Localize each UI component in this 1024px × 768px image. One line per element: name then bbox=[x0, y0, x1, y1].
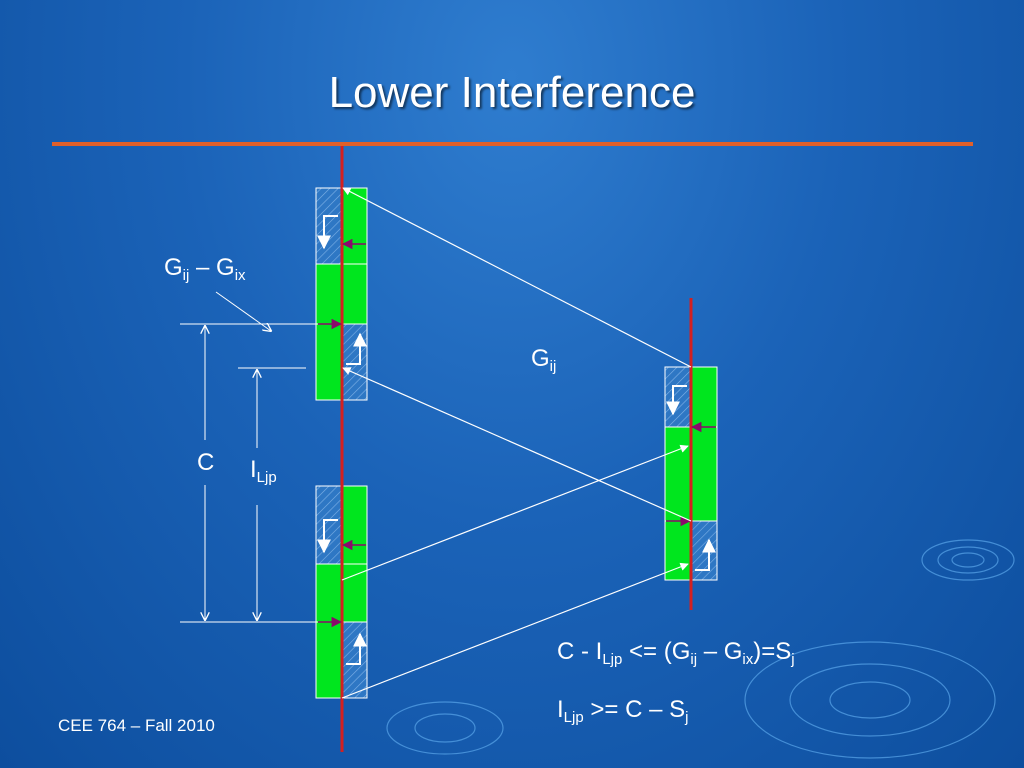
travel-line bbox=[342, 367, 692, 522]
ripple-decoration bbox=[386, 539, 1015, 759]
hatched-segment bbox=[690, 520, 718, 581]
dimension-lines bbox=[180, 291, 316, 623]
slide-footer: CEE 764 – Fall 2010 bbox=[58, 716, 215, 735]
title-rule bbox=[52, 142, 973, 146]
hatched-segment bbox=[315, 187, 343, 265]
up-turn-arrow-icon bbox=[346, 632, 367, 665]
travel-lines bbox=[341, 187, 692, 699]
slide-title: Lower Interference bbox=[328, 68, 696, 117]
up-turn-arrow-icon bbox=[346, 332, 367, 365]
green-segment bbox=[341, 485, 368, 565]
hatched-segment bbox=[664, 366, 692, 428]
equation-1: C - ILjp <= (Gij – Gix)=Sj bbox=[557, 638, 795, 668]
hatched-segment bbox=[341, 323, 368, 401]
travel-line bbox=[342, 187, 692, 368]
green-segment bbox=[690, 366, 718, 428]
green-segment bbox=[341, 187, 368, 265]
phase-markers bbox=[318, 238, 716, 628]
green-segment bbox=[315, 323, 343, 401]
travel-line bbox=[341, 562, 689, 699]
equation-2: ILjp >= C – Sj bbox=[557, 696, 689, 726]
gij-minus-gix-label: Gij – Gix bbox=[164, 254, 246, 284]
gij-label: Gij bbox=[531, 345, 557, 375]
movement-arrows bbox=[317, 215, 716, 665]
travel-line bbox=[341, 444, 689, 581]
up-turn-arrow-icon bbox=[695, 538, 716, 571]
iljp-label: ILjp bbox=[250, 456, 277, 486]
down-turn-arrow-icon bbox=[666, 385, 687, 416]
hatched-segment bbox=[341, 621, 368, 699]
hatched-segment bbox=[315, 485, 343, 565]
down-turn-arrow-icon bbox=[317, 519, 338, 554]
down-turn-arrow-icon bbox=[317, 215, 338, 250]
gij-gix-pointer bbox=[215, 291, 271, 331]
green-segment bbox=[315, 621, 343, 699]
c-label: C bbox=[197, 449, 215, 476]
